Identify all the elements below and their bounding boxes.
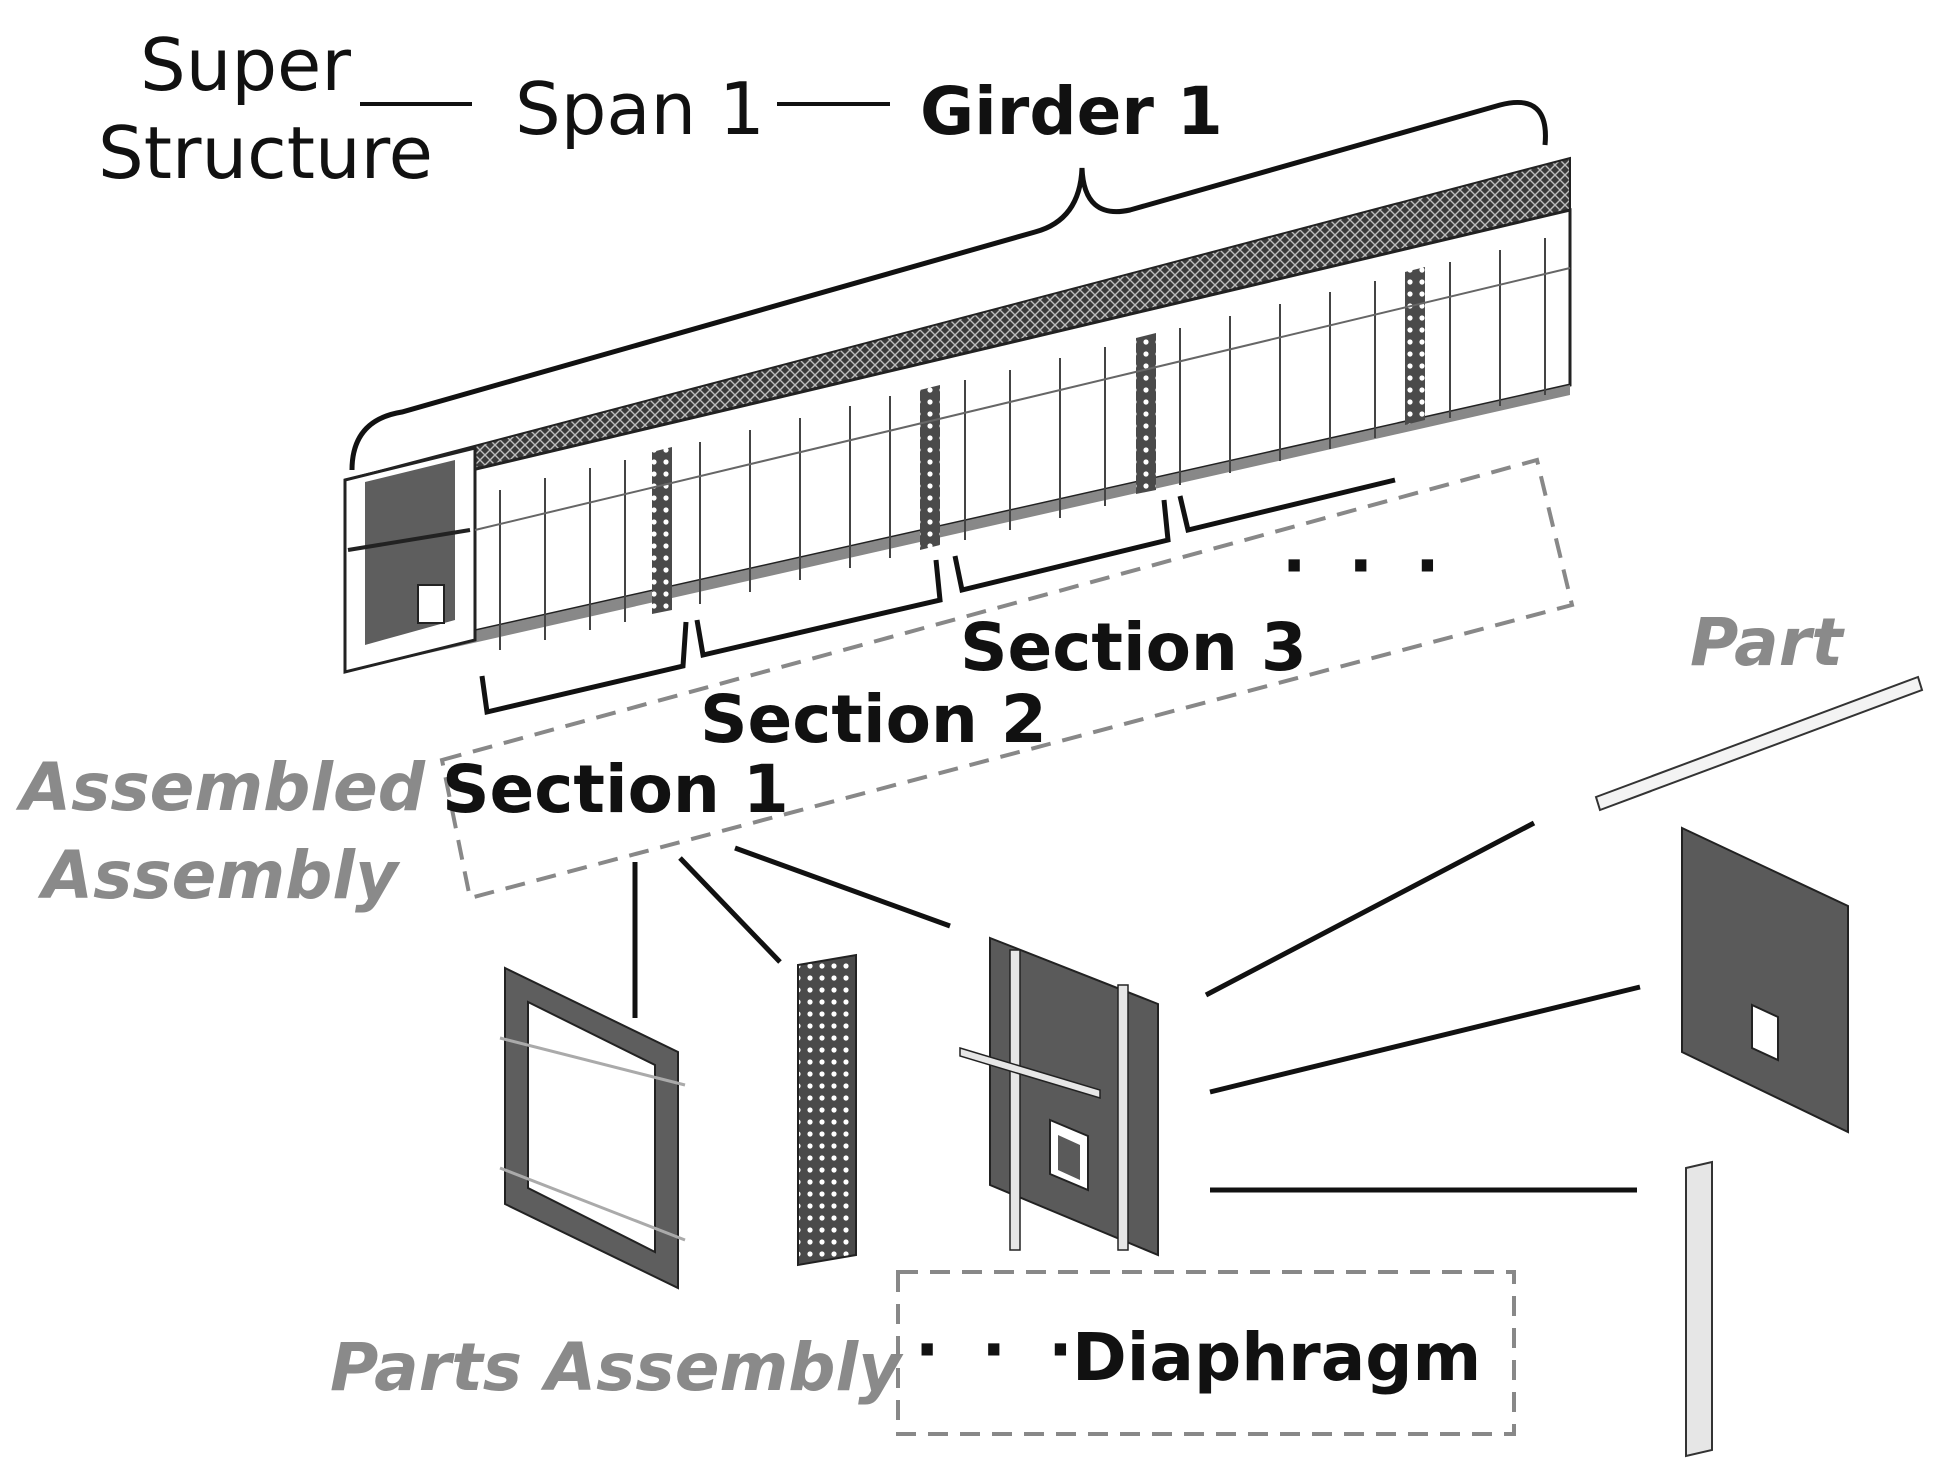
stiffener-part	[1685, 1160, 1713, 1458]
connector-to-flange-part	[1204, 820, 1536, 998]
diaphragm-box-ellipsis: · · ·	[915, 1314, 1083, 1388]
splice-joint-3	[1136, 333, 1156, 494]
connector-to-web-part	[1209, 984, 1641, 1095]
web-plate-part	[1681, 826, 1849, 1134]
girder-brace	[349, 99, 1548, 471]
section-2-label: Section 2	[700, 681, 1047, 758]
assembled-assembly-region	[439, 457, 1575, 901]
section-brackets	[479, 477, 1396, 716]
girder-end-stiffener	[347, 528, 471, 552]
section-1-label: Section 1	[442, 751, 789, 828]
section-bracket-2	[694, 559, 943, 659]
girder-bottom-edge	[345, 385, 1570, 672]
splice-joint-2	[920, 385, 940, 550]
girder-model	[343, 156, 1572, 674]
section-bracket-3	[952, 499, 1171, 594]
splice-joint-1	[652, 447, 672, 614]
section-bracket-1	[479, 621, 689, 716]
diaphragm-assembly-component	[959, 936, 1159, 1257]
splice-joint-4	[1405, 267, 1425, 425]
more-sections-ellipsis: · · ·	[1282, 530, 1450, 604]
connector-to-splice	[678, 856, 782, 964]
assembled-assembly-label-line2: Assembly	[37, 837, 401, 914]
girder-label: Girder 1	[920, 73, 1223, 150]
splice-plate-component	[797, 953, 857, 1267]
diaphragm-box	[896, 1270, 1516, 1436]
super-structure-label-line2: Structure	[98, 111, 433, 195]
part-category-label: Part	[1690, 604, 1845, 681]
frame-component	[499, 966, 686, 1290]
assembled-assembly-label-line1: Assembled	[15, 749, 426, 826]
web-stiffeners	[499, 238, 1546, 650]
section1-connectors	[632, 845, 951, 1018]
span-label: Span 1	[515, 67, 765, 151]
flange-plate-part	[1594, 675, 1924, 812]
super-structure-label-line1: Super	[140, 23, 351, 107]
section-3-label: Section 3	[960, 609, 1307, 686]
parts-assembly-label: Parts Assembly	[330, 1329, 904, 1406]
section-bracket-4	[1177, 477, 1396, 534]
girder-end-opening	[417, 584, 445, 624]
hierarchy-header: Super Structure Span 1 Girder 1	[98, 23, 1223, 195]
diaphragm-label: Diaphragm	[1072, 1319, 1481, 1396]
connector-to-diaphragm	[734, 845, 951, 929]
diaphragm-connectors	[1204, 820, 1641, 1193]
longitudinal-stiffener	[474, 267, 1571, 531]
